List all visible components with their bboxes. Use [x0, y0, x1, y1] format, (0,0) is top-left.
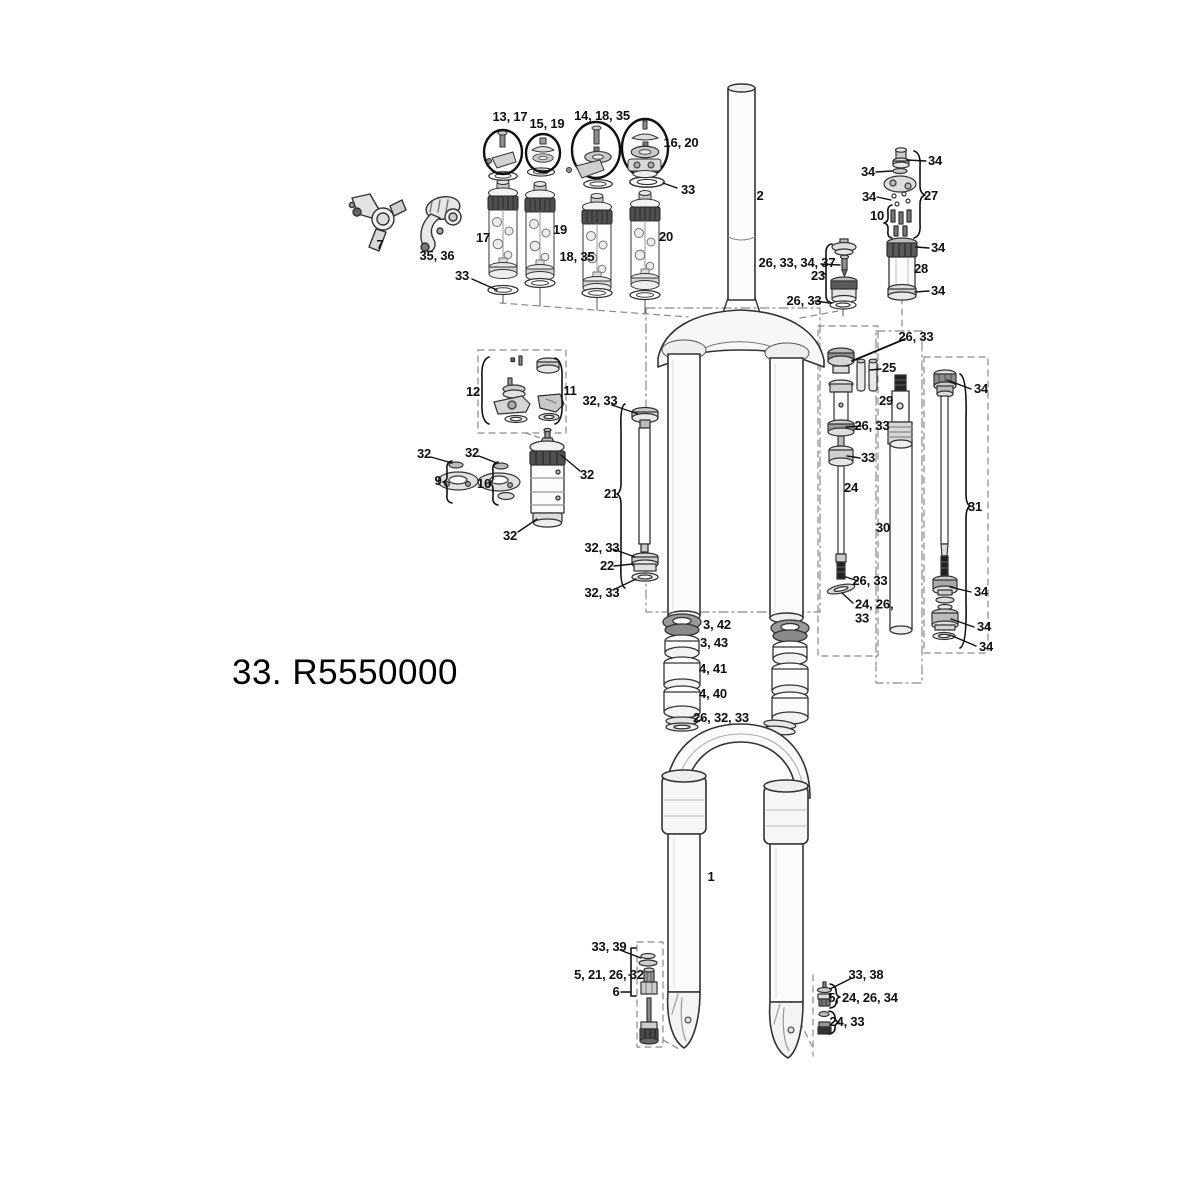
- detail-circle-16-20: [620, 117, 670, 179]
- top-cap-parts-9: [437, 461, 479, 491]
- damper-cartridge-17: [487, 179, 519, 279]
- left-stanchion: [667, 353, 701, 622]
- damper-cartridge-20: [629, 190, 661, 290]
- top-cap-parts-10: [477, 462, 521, 501]
- remote-lockout-lever: [348, 193, 407, 252]
- damper-shaft-21: [631, 406, 659, 582]
- damper-body-29-30: [887, 374, 913, 635]
- damper-cartridge-19: [524, 181, 556, 281]
- figure-title: 33. R5550000: [232, 653, 458, 692]
- right-stanchion: [769, 357, 804, 624]
- air-top-cap-26-33: [827, 347, 855, 374]
- air-canister-32: [529, 427, 566, 528]
- remote-lever-2: [420, 195, 462, 253]
- spacer-block-25: [856, 358, 878, 392]
- top-cap-assembly-27: [883, 147, 917, 237]
- damper-cartridge-18-35: [581, 193, 613, 293]
- leader-lines: [430, 159, 977, 993]
- detail-circle-15-19: [524, 132, 562, 174]
- air-spring-shaft-24: [826, 379, 856, 595]
- rebound-bolt-parts: [638, 952, 659, 1045]
- rebound-adjuster-23: [829, 238, 858, 310]
- spring-canister-28: [886, 237, 918, 301]
- group-braces: [442, 150, 971, 1035]
- spring-rod-31: [931, 369, 959, 641]
- steerer-tube: [721, 83, 762, 317]
- compression-knob-parts-12-11: [493, 355, 565, 424]
- detail-circle-13-17: [482, 128, 524, 176]
- lower-leg-assembly: [661, 723, 811, 1059]
- seal-stack-left: [662, 613, 702, 732]
- connector-stubs: [502, 285, 844, 317]
- detail-circle-14-18-35: [566, 120, 622, 180]
- footnut-parts: [816, 981, 833, 1035]
- seal-stack-right: [762, 619, 810, 736]
